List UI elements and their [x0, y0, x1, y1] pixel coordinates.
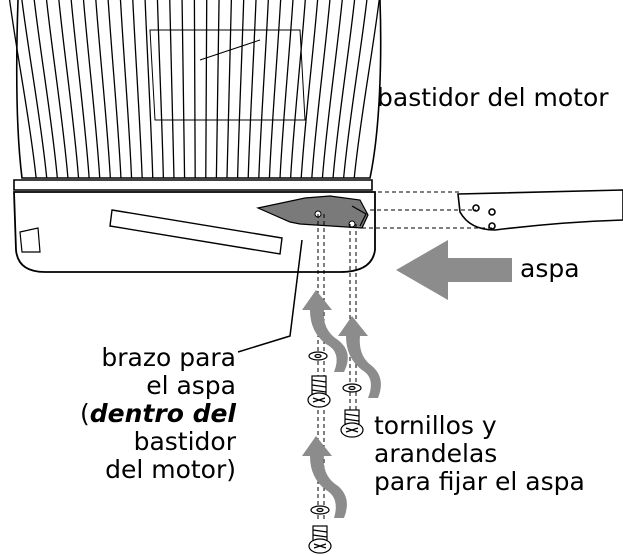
- blade-arm-label-line4: bastidor: [133, 427, 236, 456]
- blade-arm-label-line3: (dentro del: [80, 399, 236, 428]
- cage-rib: [33, 0, 58, 179]
- blade-arm-label-line1: brazo para: [101, 343, 236, 372]
- screws-label-line3: para fijar el aspa: [374, 467, 585, 496]
- cage-rib: [8, 0, 37, 179]
- motor-housing-label: bastidor del motor: [377, 83, 609, 112]
- cage-rib: [45, 0, 69, 179]
- cage-rib: [205, 0, 208, 179]
- cage-rib: [107, 0, 122, 179]
- blade-arm-leader: [237, 239, 303, 353]
- blade-arm: [256, 195, 369, 229]
- cage-rib: [156, 0, 165, 179]
- cage-rib: [247, 0, 257, 179]
- cage-rib: [95, 0, 111, 179]
- cage-rib: [21, 0, 48, 179]
- cage-rib: [258, 0, 269, 179]
- screw-3: [308, 525, 332, 554]
- screw-2: [340, 409, 364, 438]
- cage-rib: [82, 0, 101, 179]
- screws-label-line1: tornillos y: [374, 411, 497, 440]
- blade-label: aspa: [520, 254, 580, 283]
- cage-rib: [181, 0, 186, 179]
- blade-arm-label-line5: del motor): [105, 455, 236, 484]
- cage-rib: [144, 0, 154, 179]
- cage-rib: [268, 0, 282, 179]
- cage-rib: [300, 0, 319, 179]
- cage-rib: [58, 0, 80, 179]
- cage-rib: [215, 0, 220, 179]
- blade: [457, 189, 623, 231]
- motor-housing-cage: [8, 0, 382, 191]
- cage-rib: [279, 0, 294, 179]
- screws: [307, 375, 364, 554]
- cage-rib: [332, 0, 356, 179]
- screw-1: [307, 375, 331, 408]
- cage-rib: [342, 0, 368, 179]
- blade-insert-arrow: [396, 240, 512, 300]
- blade-arm-label: brazo para el aspa (dentro del bastidor …: [64, 344, 236, 484]
- cage-rib: [289, 0, 306, 179]
- cage-rib: [226, 0, 233, 179]
- cage-rib: [169, 0, 175, 179]
- screws-label-line2: arandelas: [374, 439, 498, 468]
- washers: [308, 351, 362, 515]
- cage-rib: [70, 0, 90, 179]
- cage-rib: [193, 0, 196, 179]
- cage-rib: [119, 0, 133, 179]
- cage-rib: [321, 0, 343, 179]
- cage-rib: [353, 0, 380, 179]
- cage-rib: [132, 0, 143, 179]
- blade-arm-label-emphasis: dentro del: [89, 399, 236, 428]
- cage-rib: [236, 0, 245, 179]
- cage-rib: [311, 0, 331, 179]
- screws-label: tornillos y arandelas para fijar el aspa: [374, 412, 585, 496]
- upward-curved-arrows: [302, 290, 381, 518]
- blade-arm-label-line2: el aspa: [146, 371, 236, 400]
